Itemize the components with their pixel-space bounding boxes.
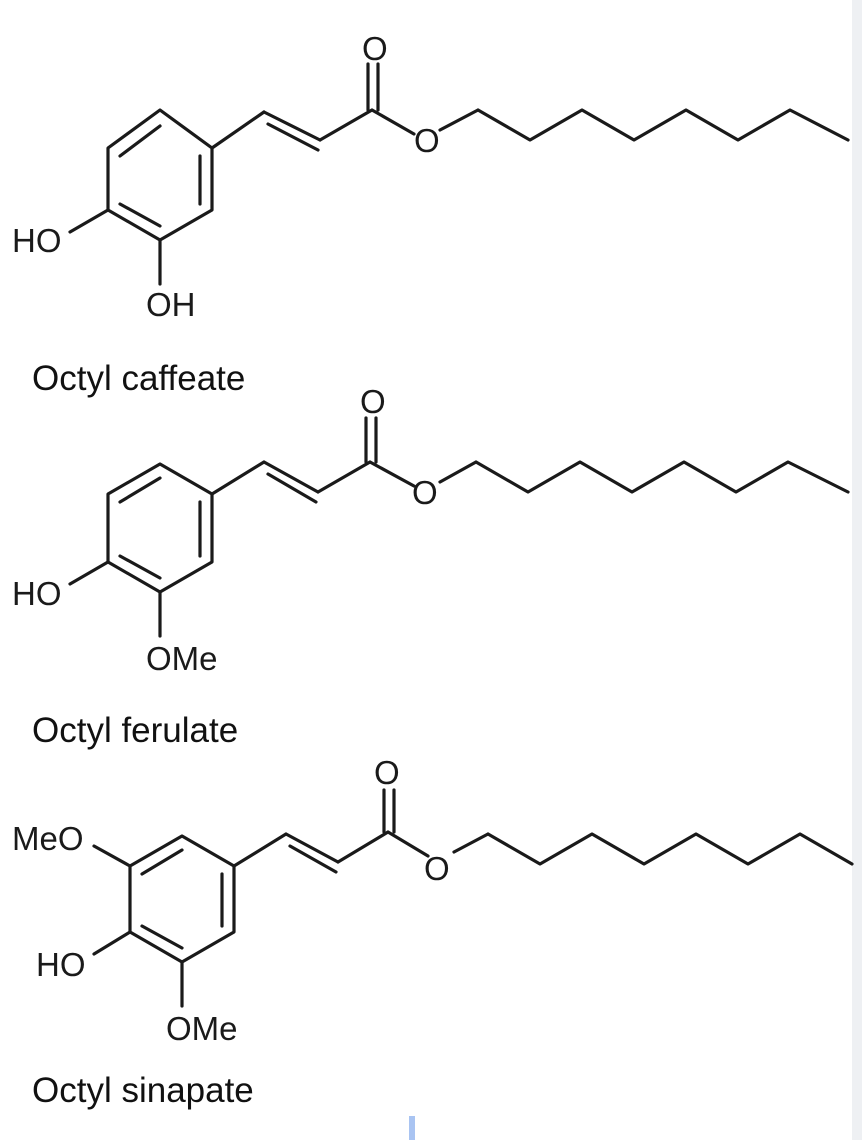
text-cursor-mark [409, 1116, 415, 1140]
hydroxyl-left-label: HO [12, 575, 62, 612]
methoxy-bottom-label: OMe [146, 640, 218, 677]
propenoate-chain [232, 788, 490, 874]
carbonyl-oxygen: O [362, 30, 388, 67]
benzene-ring [106, 108, 214, 242]
ester-oxygen: O [424, 850, 450, 887]
octyl-chain [486, 832, 854, 866]
benzene-ring [106, 462, 214, 594]
octyl-chain [474, 460, 850, 494]
propenoate-chain [210, 416, 478, 504]
compound-octyl-ferulate: O O HO OMe Octyl ferulate [12, 383, 850, 750]
hydroxyl-left-label: HO [12, 222, 62, 259]
carbonyl-oxygen: O [374, 754, 400, 791]
methoxy-top-left-label: MeO [12, 820, 84, 857]
carbonyl-oxygen: O [360, 383, 386, 420]
compound-name: Octyl sinapate [32, 1071, 254, 1110]
compound-name: Octyl ferulate [32, 711, 238, 750]
ester-oxygen: O [414, 122, 440, 159]
compound-octyl-sinapate: O O MeO HO OMe Octyl sinapate [12, 754, 854, 1110]
right-edge-strip [852, 0, 862, 1140]
benzene-ring [128, 834, 236, 964]
hydroxyl-bottom-label: OH [146, 286, 196, 323]
octyl-chain [476, 108, 850, 142]
methoxy-bottom-label: OMe [166, 1010, 238, 1047]
compound-name: Octyl caffeate [32, 359, 245, 398]
ester-oxygen: O [412, 474, 438, 511]
compound-octyl-caffeate: O O HO OH Octyl caffeate [12, 30, 850, 398]
propenoate-chain [210, 62, 480, 152]
hydroxyl-left-label: HO [36, 946, 86, 983]
